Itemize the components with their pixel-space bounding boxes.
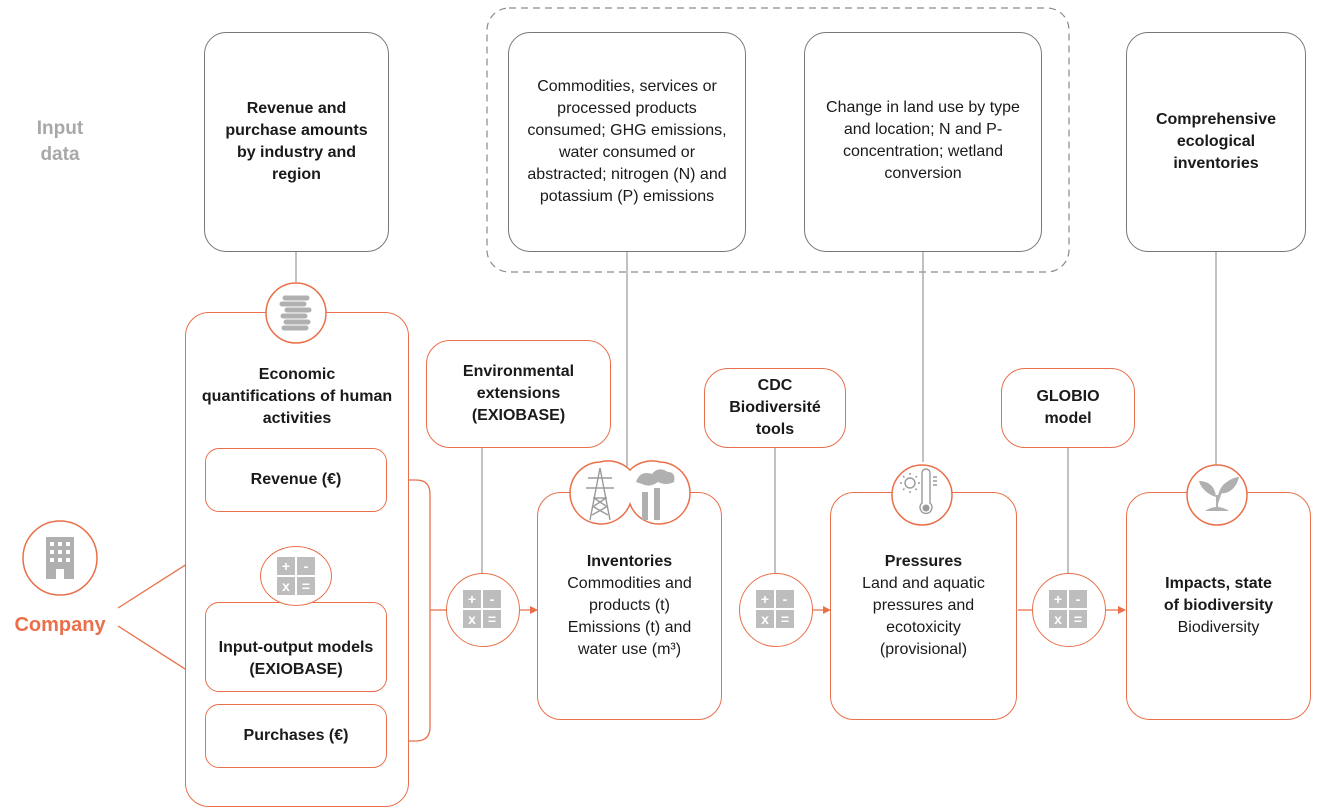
calc-times: x [756, 610, 774, 628]
cdc-tools-text: CDC Biodiversité tools [729, 377, 821, 438]
input-land-use-text: Change in land use by type and location;… [826, 99, 1020, 182]
calc-minus: - [1069, 590, 1087, 608]
calc-circle-1: + - x = [446, 573, 520, 647]
calc-times: x [1049, 610, 1067, 628]
calculator-icon: + - x = [1049, 590, 1087, 628]
pressures-body: Land and aquatic pressures and ecotoxici… [862, 575, 985, 658]
calculator-icon: + - x = [756, 590, 794, 628]
revenue-text: Revenue (€) [250, 471, 342, 488]
purchases-text: Purchases (€) [243, 727, 349, 744]
impacts-title: Impacts, state of biodiversity [1163, 575, 1274, 614]
input-data-label: Input data [36, 118, 84, 165]
company-label: Company [14, 614, 106, 636]
globio-box: GLOBIO model [1001, 368, 1135, 448]
revenue-box: Revenue (€) [205, 448, 387, 512]
calc-circle-economic: + - x = [260, 546, 332, 606]
input-ecological-text: Comprehensive ecological inventories [1155, 111, 1277, 172]
calc-equals: = [297, 577, 315, 595]
calc-circle-2: + - x = [739, 573, 813, 647]
plant-icon [1183, 463, 1251, 532]
calc-minus: - [483, 590, 501, 608]
building-icon [21, 519, 99, 602]
cdc-tools-box: CDC Biodiversité tools [704, 368, 846, 448]
calc-minus: - [297, 557, 315, 575]
impacts-body: Biodiversity [1177, 619, 1260, 636]
env-extensions-box: Environmental extensions (EXIOBASE) [426, 340, 611, 448]
inventories-body: Commodities and products (t) Emissions (… [567, 575, 692, 658]
calc-plus: + [463, 590, 481, 608]
env-extensions-text: Environmental extensions (EXIOBASE) [462, 363, 575, 424]
calc-times: x [277, 577, 295, 595]
pylon-factory-icon [566, 460, 694, 531]
input-ecological-box: Comprehensive ecological inventories [1126, 32, 1306, 252]
calculator-icon: + - x = [463, 590, 501, 628]
inventories-title: Inventories [586, 553, 673, 570]
input-revenue-purchase-box: Revenue and purchase amounts by industry… [204, 32, 389, 252]
purchases-box: Purchases (€) [205, 704, 387, 768]
calc-plus: + [756, 590, 774, 608]
calc-times: x [463, 610, 481, 628]
calc-minus: - [776, 590, 794, 608]
impacts-box: Impacts, state of biodiversity Biodivers… [1126, 492, 1311, 720]
calc-equals: = [1069, 610, 1087, 628]
inventories-box: Inventories Commodities and products (t)… [537, 492, 722, 720]
input-revenue-purchase-text: Revenue and purchase amounts by industry… [225, 100, 368, 183]
thermometer-sun-icon [888, 463, 956, 532]
input-commodities-box: Commodities, services or processed produ… [508, 32, 746, 252]
pressures-title: Pressures [884, 553, 963, 570]
calc-plus: + [1049, 590, 1067, 608]
calc-equals: = [483, 610, 501, 628]
calc-plus: + [277, 557, 295, 575]
calc-circle-3: + - x = [1032, 573, 1106, 647]
input-commodities-text: Commodities, services or processed produ… [527, 78, 727, 205]
io-models-text: Input-output models (EXIOBASE) [218, 639, 374, 678]
calculator-icon: + - x = [277, 557, 315, 595]
input-group-dashed [486, 7, 1070, 273]
calc-equals: = [776, 610, 794, 628]
input-land-use-box: Change in land use by type and location;… [804, 32, 1042, 252]
economic-title: Economic quantifications of human activi… [201, 366, 393, 427]
globio-text: GLOBIO model [1036, 388, 1100, 427]
coins-icon [260, 281, 332, 350]
io-models-box: Input-output models (EXIOBASE) [205, 602, 387, 692]
